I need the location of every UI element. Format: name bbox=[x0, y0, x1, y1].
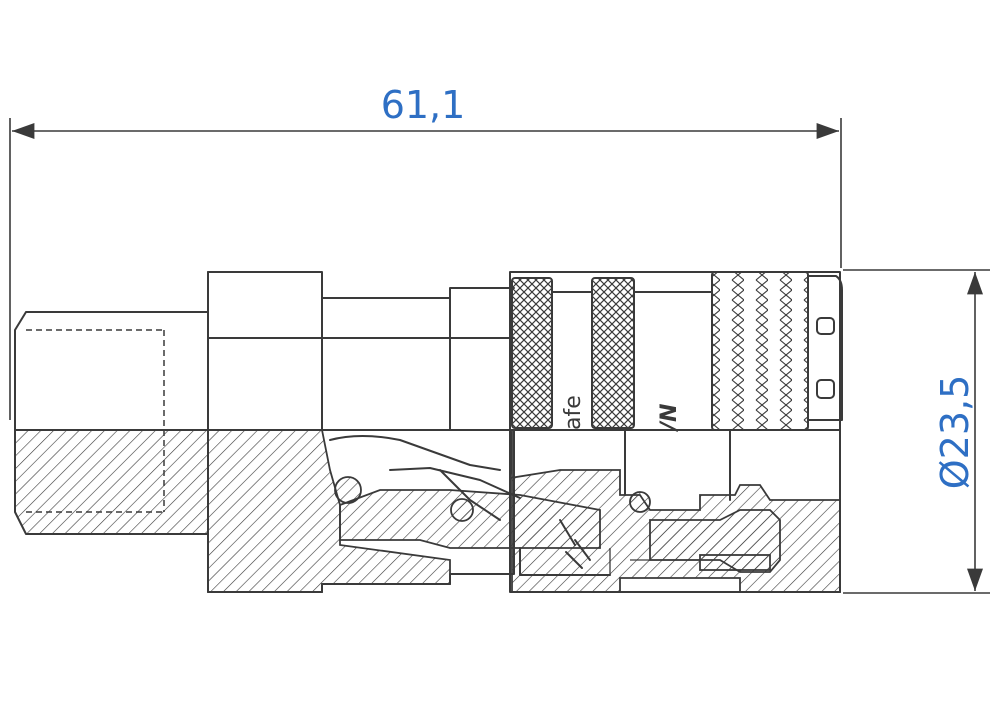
locking-ball-left bbox=[334, 476, 362, 504]
spring-seat bbox=[699, 554, 771, 571]
locking-ball-mid bbox=[450, 498, 474, 522]
length-dimension: 61,1 bbox=[9, 83, 842, 420]
diameter-dimension-label: Ø23,5 bbox=[933, 375, 977, 490]
section-internals bbox=[329, 429, 841, 593]
valve-sleeve-section bbox=[339, 489, 601, 549]
knurl-band-2 bbox=[591, 277, 635, 429]
diameter-dimension: Ø23,5 bbox=[843, 269, 990, 594]
thread-section-hatch bbox=[15, 430, 208, 534]
groove-band bbox=[711, 271, 809, 431]
hex-body bbox=[14, 271, 841, 593]
knurled-sleeve: afe /N bbox=[509, 271, 843, 593]
knurl-band-1 bbox=[511, 277, 553, 429]
brand-logo: /N bbox=[657, 404, 682, 433]
sleeve-slot-lower bbox=[816, 379, 835, 399]
brand-text: afe bbox=[561, 395, 586, 430]
locking-ball-right bbox=[629, 491, 651, 513]
threaded-tail bbox=[14, 311, 209, 535]
sleeve-slot-upper bbox=[816, 317, 835, 335]
length-dimension-label: 61,1 bbox=[381, 83, 466, 127]
